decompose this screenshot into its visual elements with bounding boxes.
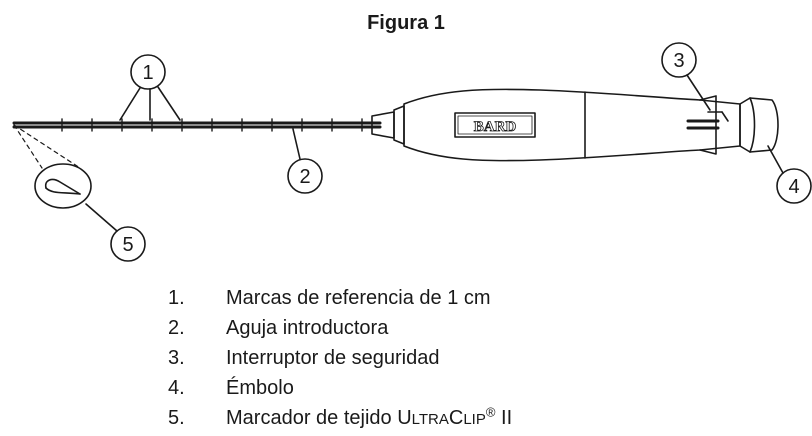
legend-item: 4. Émbolo [168,377,294,399]
bard-logo-box [454,112,536,138]
introducer-needle [12,118,382,132]
legend-item: 5. Marcador de tejido ULTRACLIP® II [168,404,513,429]
tissue-marker-icon [44,178,81,195]
plunger [739,97,779,153]
callout-4: 4 [788,176,799,198]
callout-3: 3 [673,50,684,72]
bard-logo-text: BARD [474,119,517,135]
callout-2: 2 [299,166,310,188]
safety-switch [686,111,729,130]
needle-collar [371,111,395,139]
legend-item: 2. Aguja introductora [168,317,389,339]
figure-title: Figura 1 [367,12,445,34]
tissue-marker-detail [34,163,92,209]
callout-1: 1 [142,62,153,84]
callout-5: 5 [122,234,133,256]
legend-item: 1. Marcas de referencia de 1 cm [168,287,491,309]
figure-legend: 1. Marcas de referencia de 1 cm 2. Aguja… [168,283,512,435]
reference-marks [61,118,363,132]
legend-item: 3. Interruptor de seguridad [168,347,440,369]
